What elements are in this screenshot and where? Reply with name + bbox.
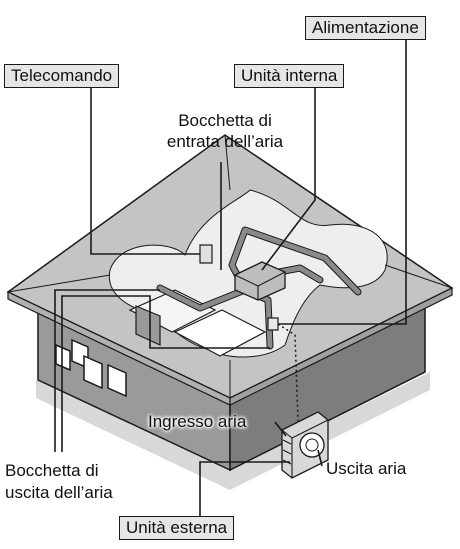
- leader-ingresso-aria: [274, 421, 287, 437]
- label-uscita-aria: Uscita aria: [326, 459, 407, 478]
- ground-shadow: [36, 372, 430, 490]
- leader-unita-interna: [261, 84, 316, 271]
- leader-lines: [54, 38, 407, 518]
- label-bocchetta-uscita-line2: uscita dell’aria: [5, 483, 113, 502]
- indoor-unit-drawing: [234, 261, 286, 301]
- label-unita-interna: Unità interna: [234, 64, 345, 88]
- leader-unita-esterna: [199, 461, 290, 518]
- leader-telecomando: [90, 84, 200, 255]
- leader-alimentazione: [278, 38, 407, 325]
- windows: [55, 338, 127, 398]
- label-ingresso-aria: Ingresso aria: [148, 412, 247, 431]
- remote-controller-drawing: [199, 244, 213, 264]
- roof-ridges: [7, 134, 453, 398]
- leader-bocchetta-uscita-2: [61, 295, 270, 452]
- label-bocchetta-entrata-line2: entrata dell’aria: [166, 132, 284, 151]
- label-telecomando: Telecomando: [4, 64, 120, 88]
- label-bocchetta-uscita-line1: Bocchetta di: [5, 461, 99, 480]
- leader-bocchetta-uscita-1: [54, 289, 160, 452]
- power-supply-drawing: [267, 317, 279, 331]
- label-alimentazione: Alimentazione: [305, 16, 426, 40]
- outdoor-unit-drawing: [281, 411, 329, 479]
- label-bocchetta-entrata-line1: Bocchetta di: [178, 111, 272, 130]
- partition-panel: [135, 305, 161, 346]
- leader-uscita-aria: [317, 449, 323, 467]
- label-unita-esterna: Unità esterna: [119, 516, 235, 540]
